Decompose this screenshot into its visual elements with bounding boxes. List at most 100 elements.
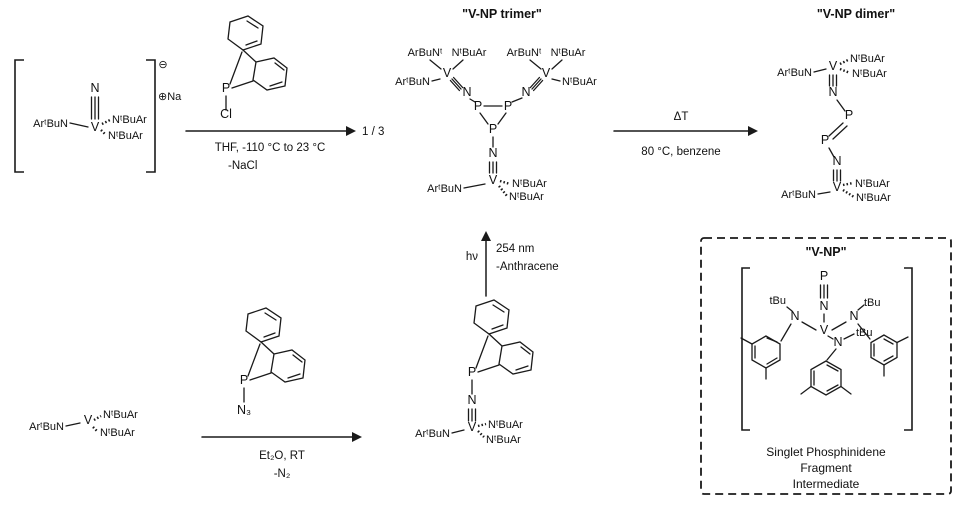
vanadium-atom: V [820, 323, 829, 337]
nitrogen-atom: N [462, 85, 471, 99]
phosphorus-atom: P [820, 269, 828, 283]
phosphorus-atom: P [474, 99, 482, 113]
ligand-label: ArᵗBuN [427, 183, 462, 195]
nitrogen-atom: N [488, 146, 497, 160]
ligand-label: ArᵗBuN [781, 189, 816, 201]
tbu-label: tBu [856, 327, 873, 339]
ligand-label: NᵗBuAr [100, 427, 135, 439]
ligand-label: NᵗBuAr [488, 419, 523, 431]
caption-line-2: Fragment [800, 461, 852, 475]
bracket-left [741, 267, 750, 431]
reaction-arrow-2: ΔT 80 °C, benzene [613, 111, 758, 158]
phosphorus-atom: P [489, 122, 497, 136]
arrowhead [748, 126, 758, 136]
ligand-label: NᵗBuAr [855, 178, 890, 190]
vanadium-atom: V [91, 120, 100, 134]
sodium-counterion: ⊕Na [158, 91, 182, 103]
ligand-label: NᵗBuAr [850, 53, 885, 65]
ligand-label: NᵗBuAr [852, 68, 887, 80]
condition-text: hν [466, 251, 478, 263]
vanadium-atom: V [542, 66, 551, 80]
trimer-title: "V-NP trimer" [462, 7, 542, 21]
ligand-label: NᵗBuAr [509, 191, 544, 203]
trimer-unit-top-right: V N ArBuNᵗ NᵗBuAr NᵗBuAr [507, 47, 597, 103]
dashed-border [700, 237, 952, 495]
vnp-intermediate-box: "V-NP" P N V N tBu N tBu [700, 237, 952, 495]
ligand-label: NᵗBuAr [562, 76, 597, 88]
ligand-label: ArᵗBuN [415, 428, 450, 440]
reaction-arrow-3: Et₂O, RT -N₂ [201, 432, 362, 480]
vanadium-atom: V [489, 173, 498, 187]
vanadium-atom: V [833, 180, 842, 194]
ligand-label: NᵗBuAr [512, 178, 547, 190]
ligand-label: ArᵗBuN [777, 67, 812, 79]
ligand-label: NᵗBuAr [486, 434, 521, 446]
stoichiometry-label: 1 / 3 [362, 126, 384, 138]
methyl-group [800, 385, 812, 395]
ligand-label: ArᵗBuN [395, 76, 430, 88]
tbu-label: tBu [769, 295, 786, 307]
charge-minus: ⊖ [158, 59, 167, 71]
vnp-dimer: "V-NP dimer" V ArᵗBuN NᵗBuAr NᵗBuAr N P … [777, 7, 895, 204]
phosphorus-atom: P [821, 133, 829, 147]
bracket-right [904, 267, 913, 431]
ligand-label: ArBuNᵗ [507, 47, 542, 59]
vanadium-trisamide-reactant: ArᵗBuN V NᵗBuAr NᵗBuAr [29, 409, 138, 439]
aryl-ring-right [870, 334, 909, 377]
pn3-anthracene-reagent: P N₃ [237, 307, 306, 417]
nitrogen-atom: N [833, 335, 842, 349]
anion-complex: ⊖ ⊕Na N V ArᵗBuN NᵗBuAr NᵗBuAr [14, 59, 182, 173]
p3-ring: P P P [474, 99, 512, 136]
phosphorus-atom: P [240, 373, 248, 387]
caption-line-1: Singlet Phosphinidene [766, 445, 886, 459]
phosphorus-atom: P [468, 365, 476, 379]
pcl-anthracene-reagent: P Cl [220, 15, 288, 121]
nitrogen-atom: N [521, 85, 530, 99]
nitrogen-atom: N [790, 309, 799, 323]
nitride-n-atom: N [90, 81, 99, 95]
arrowhead [481, 231, 491, 241]
nitrogen-atom: N [467, 393, 476, 407]
caption-line-3: Intermediate [793, 477, 860, 491]
condition-text: -Anthracene [496, 261, 559, 273]
condition-text: ΔT [674, 111, 689, 123]
methyl-group [740, 337, 753, 345]
ligand-label: ArᵗBuN [33, 118, 68, 130]
nitrogen-atom: N [819, 299, 828, 313]
aryl-ring-left [740, 335, 781, 380]
vanadium-atom: V [443, 66, 452, 80]
ligand-label: NᵗBuAr [452, 47, 487, 59]
reaction-arrow-1: THF, -110 °C to 23 °C -NaCl [185, 126, 356, 172]
dimer-title: "V-NP dimer" [817, 7, 895, 21]
ligand-label: NᵗBuAr [108, 130, 143, 142]
tbu-label: tBu [864, 297, 881, 309]
anthracene-phosphinoimide-product: P N V ArᵗBuN NᵗBuAr NᵗBuAr [415, 299, 534, 446]
phosphorus-atom: P [222, 81, 230, 95]
phosphorus-atom: P [504, 99, 512, 113]
ligand-label: NᵗBuAr [112, 114, 147, 126]
vanadium-atom: V [829, 59, 838, 73]
arrowhead [346, 126, 356, 136]
condition-text: -NaCl [228, 160, 257, 172]
condition-text: THF, -110 °C to 23 °C [215, 142, 326, 154]
ligand-label: NᵗBuAr [856, 192, 891, 204]
ligand-label: ArᵗBuN [29, 421, 64, 433]
phosphorus-atom: P [845, 108, 853, 122]
ligand-label: ArBuNᵗ [408, 47, 443, 59]
bracket-left [14, 59, 24, 173]
ligand-label: NᵗBuAr [103, 409, 138, 421]
aryl-ring-center [800, 360, 852, 396]
vnp-trimer: "V-NP trimer" P P P V N ArBuNᵗ NᵗBuAr Ar… [395, 7, 597, 203]
vanadium-atom: V [84, 413, 93, 427]
vanadium-atom: V [468, 420, 477, 434]
methyl-group [896, 336, 909, 344]
vnp-title: "V-NP" [805, 245, 846, 259]
condition-text: -N₂ [274, 468, 291, 480]
reaction-arrow-4: hν 254 nm -Anthracene [466, 231, 559, 297]
condition-text: Et₂O, RT [259, 450, 305, 462]
condition-text: 80 °C, benzene [641, 146, 720, 158]
bracket-right [146, 59, 156, 173]
methyl-group [840, 385, 852, 395]
nitrogen-atom: N [832, 154, 841, 168]
